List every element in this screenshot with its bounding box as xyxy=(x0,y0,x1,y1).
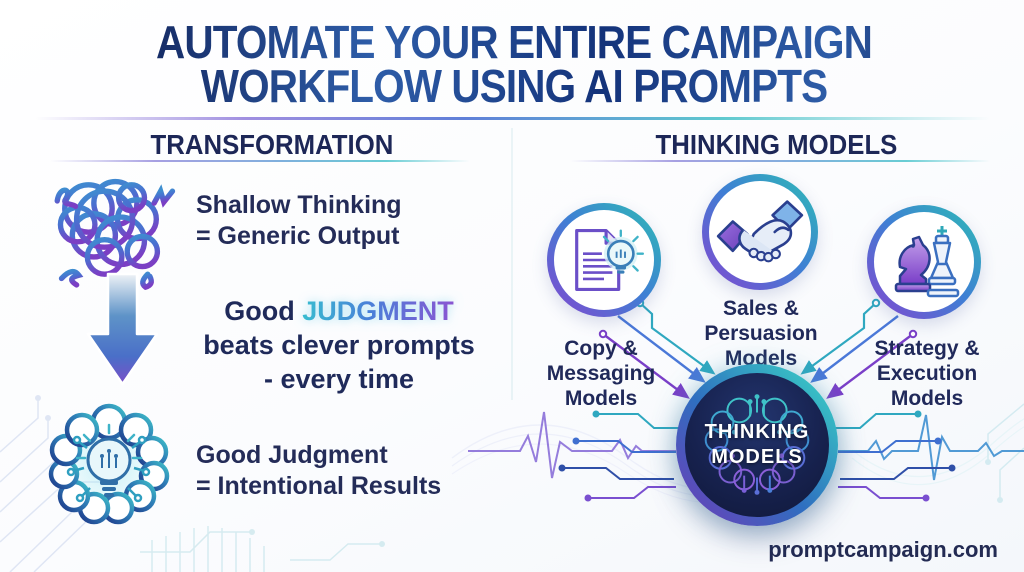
comb-circuit-bottom xyxy=(140,526,385,572)
brain-lightbulb-icon xyxy=(48,403,170,525)
title-divider xyxy=(35,117,990,120)
circuit-traces-right xyxy=(834,410,956,502)
thinking-models-badge: THINKING MODELS xyxy=(676,364,838,526)
right-section-heading: THINKING MODELS xyxy=(655,129,897,160)
model-label-strategy: Strategy & Execution Models xyxy=(874,337,980,410)
left-heading-underline xyxy=(50,160,470,162)
left-section-heading: TRANSFORMATION xyxy=(150,129,394,160)
circuit-brain-icon xyxy=(704,394,810,495)
down-arrow-icon xyxy=(86,272,159,386)
model-label-sales: Sales & Persuasion Models xyxy=(704,297,818,370)
main-title: AUTOMATE YOUR ENTIRE CAMPAIGN WORKFLOW U… xyxy=(14,19,1014,109)
good-judgment-text: Good Judgment = Intentional Results xyxy=(196,441,442,500)
scribble-tangle-icon xyxy=(54,178,176,290)
ekg-left xyxy=(468,411,676,479)
model-circle-sales xyxy=(702,174,818,290)
corner-circuit-right xyxy=(985,403,1024,503)
quote-highlight: JUDGMENT xyxy=(302,296,454,326)
model-label-copy: Copy & Messaging Models xyxy=(546,337,656,410)
main-title-line1: AUTOMATE YOUR ENTIRE CAMPAIGN xyxy=(74,19,954,65)
chess-strategy-icon xyxy=(894,226,960,298)
quote-word: Good xyxy=(224,296,303,326)
document-lightbulb-icon xyxy=(575,229,645,291)
model-circle-copy xyxy=(547,203,661,317)
shallow-thinking-text: Shallow Thinking = Generic Output xyxy=(196,191,402,250)
badge-text: THINKING MODELS xyxy=(704,421,810,468)
website-url: promptcampaign.com xyxy=(768,537,998,562)
arrows-left-group xyxy=(598,298,716,399)
handshake-icon xyxy=(716,200,804,263)
main-title-line2: WORKFLOW USING AI PROMPTS xyxy=(74,63,954,109)
model-circle-strategy xyxy=(867,205,981,319)
arrows-right-group xyxy=(800,298,918,399)
right-heading-underline xyxy=(570,160,990,162)
circuit-traces-left xyxy=(558,410,680,502)
ekg-right xyxy=(838,414,1024,481)
quote-text: Good JUDGMENT beats clever prompts - eve… xyxy=(203,296,475,394)
